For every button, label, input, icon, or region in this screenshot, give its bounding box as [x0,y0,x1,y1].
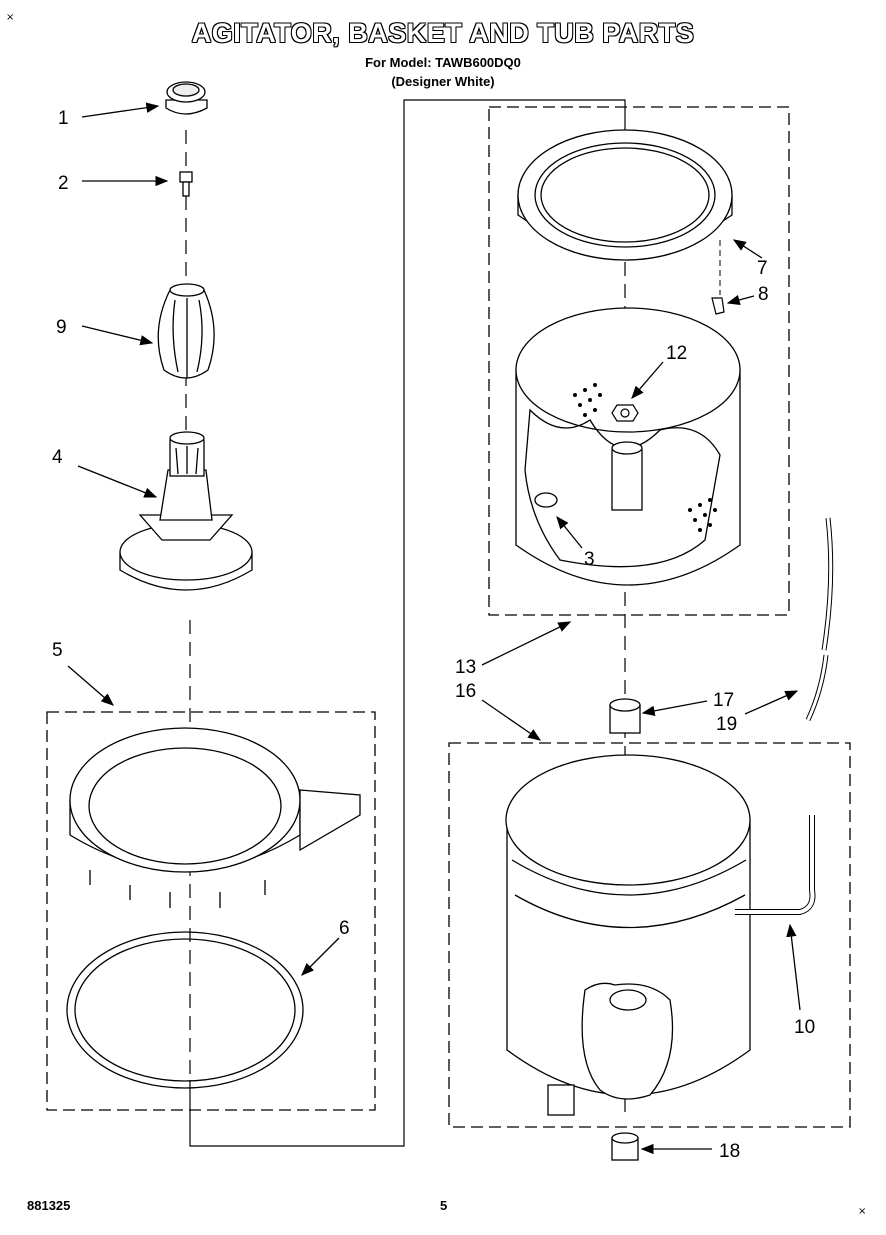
document-number: 881325 [27,1198,71,1213]
callout-19: 19 [716,714,737,735]
callout-16: 16 [455,681,476,702]
variant-line: (Designer White) [391,74,495,89]
part-13-group-box [488,106,790,616]
callout-4: 4 [52,447,63,468]
callout-13: 13 [455,657,476,678]
part-16-tub [505,754,751,1116]
callout-7: 7 [757,258,768,279]
part-17-coupling [609,698,641,734]
basket [515,307,741,586]
callout-10: 10 [794,1017,815,1038]
page-title: AGITATOR, BASKET AND TUB PARTS [191,18,695,48]
basket-perforations [573,383,717,532]
callout-18: 18 [719,1141,740,1162]
assembly-connector-line [189,99,626,1147]
callout-5: 5 [52,640,63,661]
callout-3: 3 [584,549,595,570]
callout-8: 8 [758,284,769,305]
model-line: For Model: TAWB600DQ0 [365,55,521,70]
part-1-agitator-cap [165,81,208,115]
corner-mark-top-left: × [6,12,15,23]
part-18-drain-fitting [611,1132,639,1161]
part-4-agitator [119,431,253,591]
part-2-bolt [179,171,193,197]
callout-12: 12 [666,343,687,364]
part-7-balance-ring [517,129,733,261]
page-number: 5 [440,1198,448,1213]
callout-9: 9 [56,317,67,338]
callout-17: 17 [713,690,734,711]
part-16-group-box [448,742,851,1128]
part-19-hose-inner [806,517,833,721]
callout-1: 1 [58,108,69,129]
part-10-tube-inner [735,815,815,914]
part-6-seal-ring [66,931,304,1089]
part-5-tub-ring [69,727,361,908]
callout-6: 6 [339,918,350,939]
corner-mark-bottom-right: × [858,1206,867,1217]
part-12-nut [611,404,639,422]
part-9-agitator-extension [157,283,215,379]
part-5-group-box [46,711,376,1111]
part-8-clip [711,297,725,315]
leader-arrows [67,102,801,1155]
callout-2: 2 [58,173,69,194]
